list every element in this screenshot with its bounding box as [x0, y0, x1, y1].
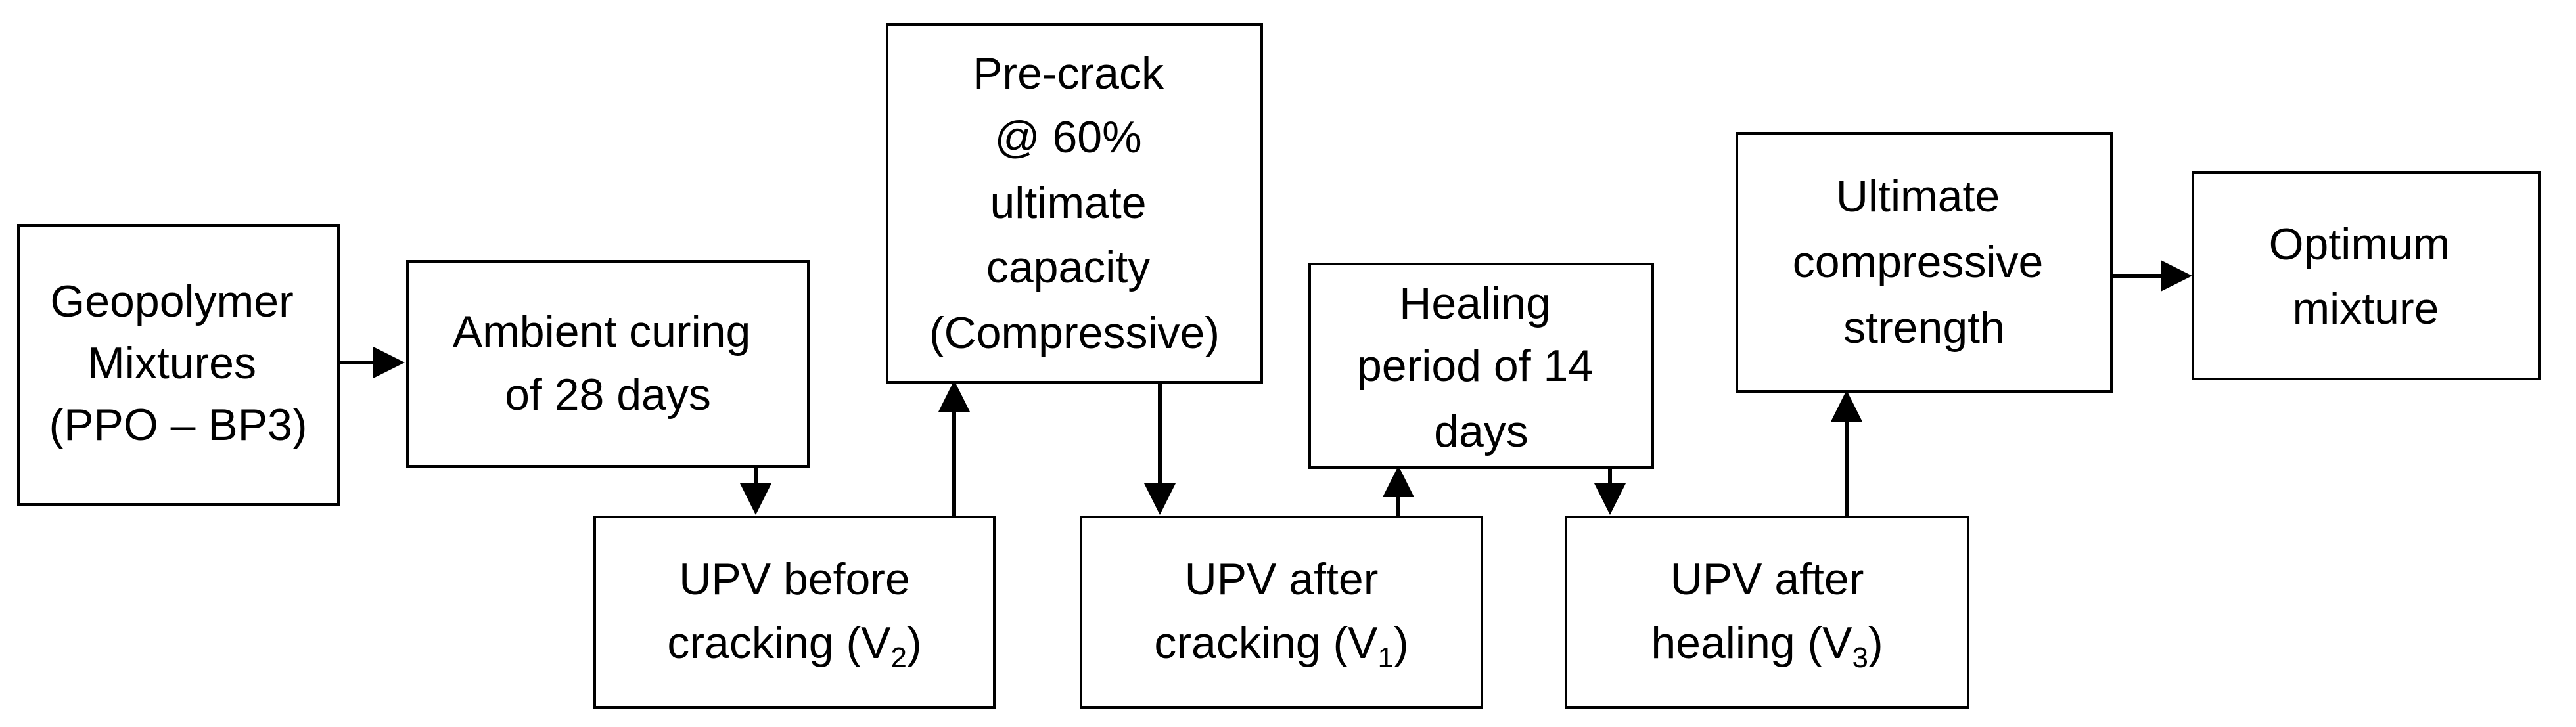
node-box [1308, 263, 1654, 469]
node-label-line: Ultimate compressive strength [1793, 171, 2056, 353]
node-box [406, 260, 810, 468]
node-box [886, 23, 1263, 384]
node-box [593, 516, 996, 709]
connectors [338, 260, 2192, 517]
node-box [17, 224, 340, 506]
node-box [1080, 516, 1483, 709]
node-label-line: Optimum mixture [2269, 219, 2463, 334]
node-geopolymer-mixtures: Geopolymer Mixtures (PPO – BP3) [17, 224, 340, 506]
node-box [2192, 171, 2541, 380]
node-upv-after-healing: UPV after healing (V3) [1565, 516, 1969, 709]
node-ambient-curing: Ambient curing of 28 days [406, 260, 810, 468]
node-ultimate-compressive-strength: Ultimate compressive strength [1736, 132, 2113, 393]
node-label-subscript-line: cracking (V1) [1154, 618, 1408, 674]
node-label-line: Geopolymer Mixtures (PPO – BP3) [49, 276, 307, 450]
node-upv-after-cracking: UPV after cracking (V1) [1080, 516, 1483, 709]
node-upv-before-cracking: UPV before cracking (V2) [593, 516, 996, 709]
node-healing-period: Healing period of 14 days [1308, 263, 1654, 469]
node-label-line: UPV after [1670, 554, 1864, 604]
node-box [1736, 132, 2113, 393]
node-label-line: Ambient curing of 28 days [453, 307, 763, 420]
node-label-line: UPV before [679, 554, 910, 604]
node-label-line: UPV after [1185, 554, 1379, 604]
node-optimum-mixture: Optimum mixture [2192, 171, 2541, 380]
node-label-subscript-line: cracking (V2) [667, 618, 921, 674]
node-label-line: Healing period of 14 days [1357, 278, 1605, 456]
node-label-subscript-line: healing (V3) [1651, 618, 1883, 674]
node-box [1565, 516, 1969, 709]
node-label-line: Pre-crack @ 60% ultimate capacity (Compr… [929, 49, 1220, 358]
node-pre-crack: Pre-crack @ 60% ultimate capacity (Compr… [886, 23, 1263, 384]
